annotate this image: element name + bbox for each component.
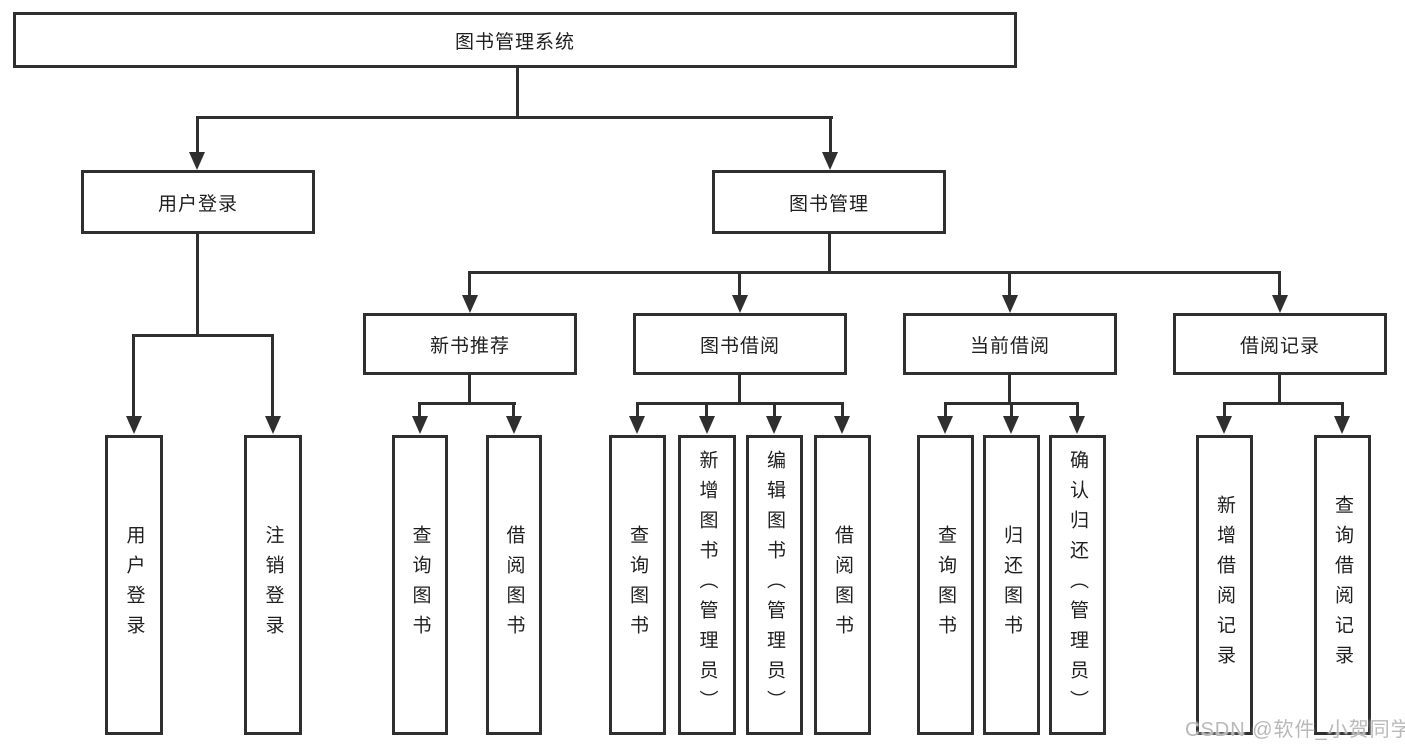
connector-line (418, 402, 516, 405)
node-label: 注销登录 (262, 525, 284, 645)
connector-line (196, 233, 199, 336)
node-book-borrowing: 图书借阅 (633, 313, 847, 375)
connector-line (828, 233, 831, 274)
leaf-cb-confirm-return-admin: 确认归还（管理员） (1049, 435, 1106, 735)
leaf-bb-borrow-books: 借阅图书 (814, 435, 871, 735)
arrow-down-icon (629, 416, 645, 434)
connector-line (468, 374, 471, 404)
connector-line (196, 116, 833, 119)
connector-line (132, 334, 135, 418)
node-new-book-recommendation: 新书推荐 (363, 313, 577, 375)
connector-line (1223, 402, 1344, 405)
leaf-br-query-borrow-record: 查询借阅记录 (1314, 435, 1371, 735)
arrow-down-icon (1002, 295, 1018, 313)
node-borrowing-records: 借阅记录 (1173, 313, 1387, 375)
connector-line (636, 402, 844, 405)
arrow-down-icon (1272, 295, 1288, 313)
connector-line (196, 116, 199, 154)
node-label: 用户登录 (123, 525, 145, 645)
connector-line (132, 334, 274, 337)
node-label: 借阅图书 (503, 525, 525, 645)
node-label: 查询图书 (627, 525, 648, 645)
connector-line (841, 402, 844, 418)
connector-line (1278, 271, 1281, 297)
node-label: 归还图书 (1001, 525, 1022, 645)
arrow-down-icon (1003, 416, 1019, 434)
leaf-nbr-borrow-books: 借阅图书 (486, 435, 542, 735)
connector-line (468, 271, 1281, 274)
arrow-down-icon (937, 416, 953, 434)
connector-line (705, 402, 708, 418)
arrow-down-icon (189, 152, 205, 170)
connector-line (1341, 402, 1344, 418)
leaf-cb-query-books: 查询图书 (917, 435, 974, 735)
node-label: 编辑图书（管理员） (764, 450, 785, 720)
arrow-down-icon (732, 295, 748, 313)
connector-line (636, 402, 639, 418)
connector-line (418, 402, 421, 418)
arrow-down-icon (506, 416, 522, 434)
arrow-down-icon (822, 152, 838, 170)
arrow-down-icon (834, 416, 850, 434)
arrow-down-icon (462, 295, 478, 313)
node-label: 借阅记录 (1239, 335, 1320, 357)
connector-line (773, 402, 776, 418)
arrow-down-icon (265, 416, 281, 434)
node-label: 图书管理 (788, 193, 869, 215)
watermark: CSDN @软件_小贺同学 (1185, 719, 1405, 741)
node-label: 确认归还（管理员） (1067, 450, 1088, 720)
leaf-logout: 注销登录 (244, 435, 302, 735)
connector-line (1278, 374, 1281, 404)
node-label: 当前借阅 (969, 335, 1050, 357)
arrow-down-icon (1334, 416, 1350, 434)
arrow-down-icon (1069, 416, 1085, 434)
arrow-down-icon (1216, 416, 1232, 434)
connector-line (468, 271, 471, 297)
connector-line (738, 271, 741, 297)
connector-line (512, 402, 515, 418)
connector-line (1010, 402, 1013, 418)
connector-line (1008, 374, 1011, 404)
connector-line (1008, 271, 1011, 297)
node-label: 用户登录 (157, 193, 238, 215)
node-label: 新增借阅记录 (1214, 495, 1235, 675)
arrow-down-icon (766, 416, 782, 434)
connector-line (1076, 402, 1079, 418)
leaf-user-login: 用户登录 (105, 435, 163, 735)
connector-line (516, 67, 519, 118)
connector-line (944, 402, 947, 418)
leaf-bb-add-books-admin: 新增图书（管理员） (678, 435, 736, 735)
leaf-bb-query-books: 查询图书 (609, 435, 666, 735)
leaf-cb-return-books: 归还图书 (983, 435, 1040, 735)
node-book-management: 图书管理 (712, 170, 946, 234)
node-label: 新书推荐 (429, 335, 510, 357)
node-label: 查询借阅记录 (1332, 495, 1353, 675)
node-user-login: 用户登录 (81, 170, 315, 234)
node-label: 图书管理系统 (454, 31, 575, 53)
arrow-down-icon (412, 416, 428, 434)
node-label: 新增图书（管理员） (696, 450, 718, 720)
node-current-borrowing: 当前借阅 (903, 313, 1117, 375)
node-label: 借阅图书 (832, 525, 853, 645)
leaf-nbr-query-books: 查询图书 (392, 435, 448, 735)
node-label: 查询图书 (935, 525, 956, 645)
leaf-br-add-borrow-record: 新增借阅记录 (1196, 435, 1253, 735)
connector-line (271, 334, 274, 418)
node-library-management-system: 图书管理系统 (13, 12, 1017, 68)
connector-line (1223, 402, 1226, 418)
connector-line (738, 374, 741, 404)
arrow-down-icon (126, 416, 142, 434)
connector-line (829, 116, 832, 154)
node-label: 查询图书 (409, 525, 431, 645)
node-label: 图书借阅 (699, 335, 780, 357)
leaf-bb-edit-books-admin: 编辑图书（管理员） (746, 435, 803, 735)
arrow-down-icon (699, 416, 715, 434)
